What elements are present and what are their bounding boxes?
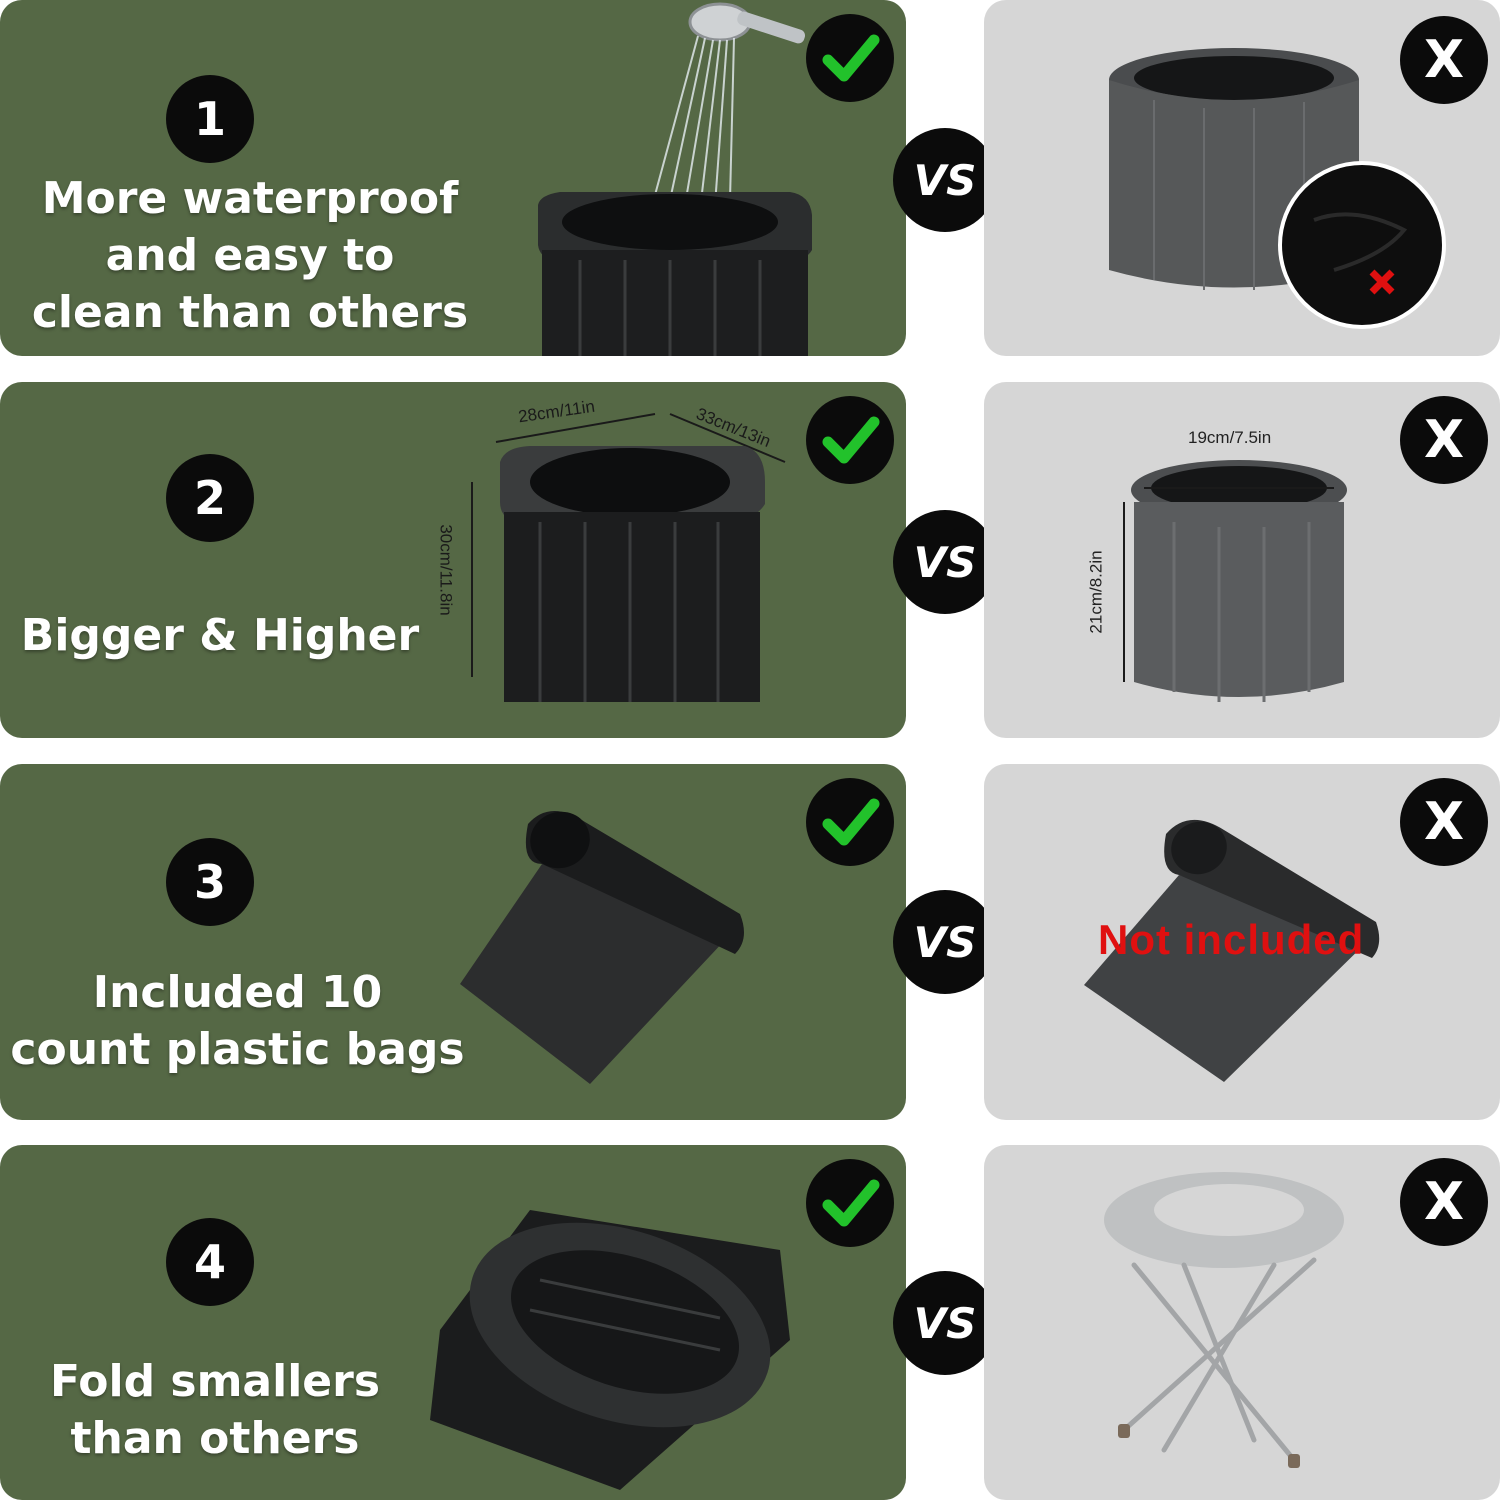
x-icon: X bbox=[1400, 778, 1488, 866]
step-number-1: 1 bbox=[166, 75, 254, 163]
feature-panel-1: 1 More waterproof and easy to clean than… bbox=[0, 0, 906, 356]
check-icon bbox=[806, 778, 894, 866]
vs-badge-1: VS bbox=[893, 128, 997, 232]
x-icon: X bbox=[1400, 396, 1488, 484]
competitor-panel-4: X bbox=[984, 1145, 1500, 1500]
check-icon bbox=[806, 14, 894, 102]
competitor-height-label: 21cm/8.2in bbox=[1086, 550, 1106, 634]
dimension-toilet-image bbox=[471, 413, 786, 702]
check-icon bbox=[806, 1159, 894, 1247]
feature-panel-3: 3 Included 10 count plastic bags bbox=[0, 764, 906, 1120]
step-number-3: 3 bbox=[166, 838, 254, 926]
feature-panel-2: 2 Bigger & Higher bbox=[0, 382, 906, 738]
step-number-2: 2 bbox=[166, 454, 254, 542]
x-icon: X bbox=[1400, 1158, 1488, 1246]
small-toilet-image bbox=[1123, 460, 1347, 702]
bag-roll-image bbox=[460, 810, 744, 1084]
fabric-toilet-image bbox=[1109, 48, 1446, 329]
vs-badge-2: VS bbox=[893, 510, 997, 614]
bag-roll-image bbox=[1084, 819, 1380, 1082]
shower-toilet-image bbox=[538, 2, 812, 356]
feature-text-3: Included 10 count plastic bags bbox=[10, 967, 465, 1075]
vs-badge-3: VS bbox=[893, 890, 997, 994]
shower-head-icon bbox=[688, 2, 806, 44]
folding-stool-image bbox=[1104, 1172, 1344, 1468]
feature-text-2: Bigger & Higher bbox=[20, 610, 420, 661]
competitor-panel-3: X bbox=[984, 764, 1500, 1120]
competitor-panel-2: X bbox=[984, 382, 1500, 738]
feature-text-4: Fold smallers than others bbox=[49, 1356, 381, 1464]
step-number-4: 4 bbox=[166, 1218, 254, 1306]
not-included-label: Not included bbox=[1098, 916, 1365, 963]
competitor-panel-1: X bbox=[984, 0, 1500, 356]
competitor-width-label: 19cm/7.5in bbox=[1188, 428, 1272, 447]
check-icon bbox=[806, 396, 894, 484]
height-dimension-label: 30cm/11.8in bbox=[436, 524, 456, 616]
vs-badge-4: VS bbox=[893, 1271, 997, 1375]
feature-panel-4: 4 Fold smallers than others bbox=[0, 1145, 906, 1500]
feature-text-1: More waterproof and easy to clean than o… bbox=[31, 173, 469, 338]
red-cross-icon bbox=[1369, 269, 1395, 295]
x-icon: X bbox=[1400, 16, 1488, 104]
folded-toilet-image bbox=[430, 1210, 790, 1490]
